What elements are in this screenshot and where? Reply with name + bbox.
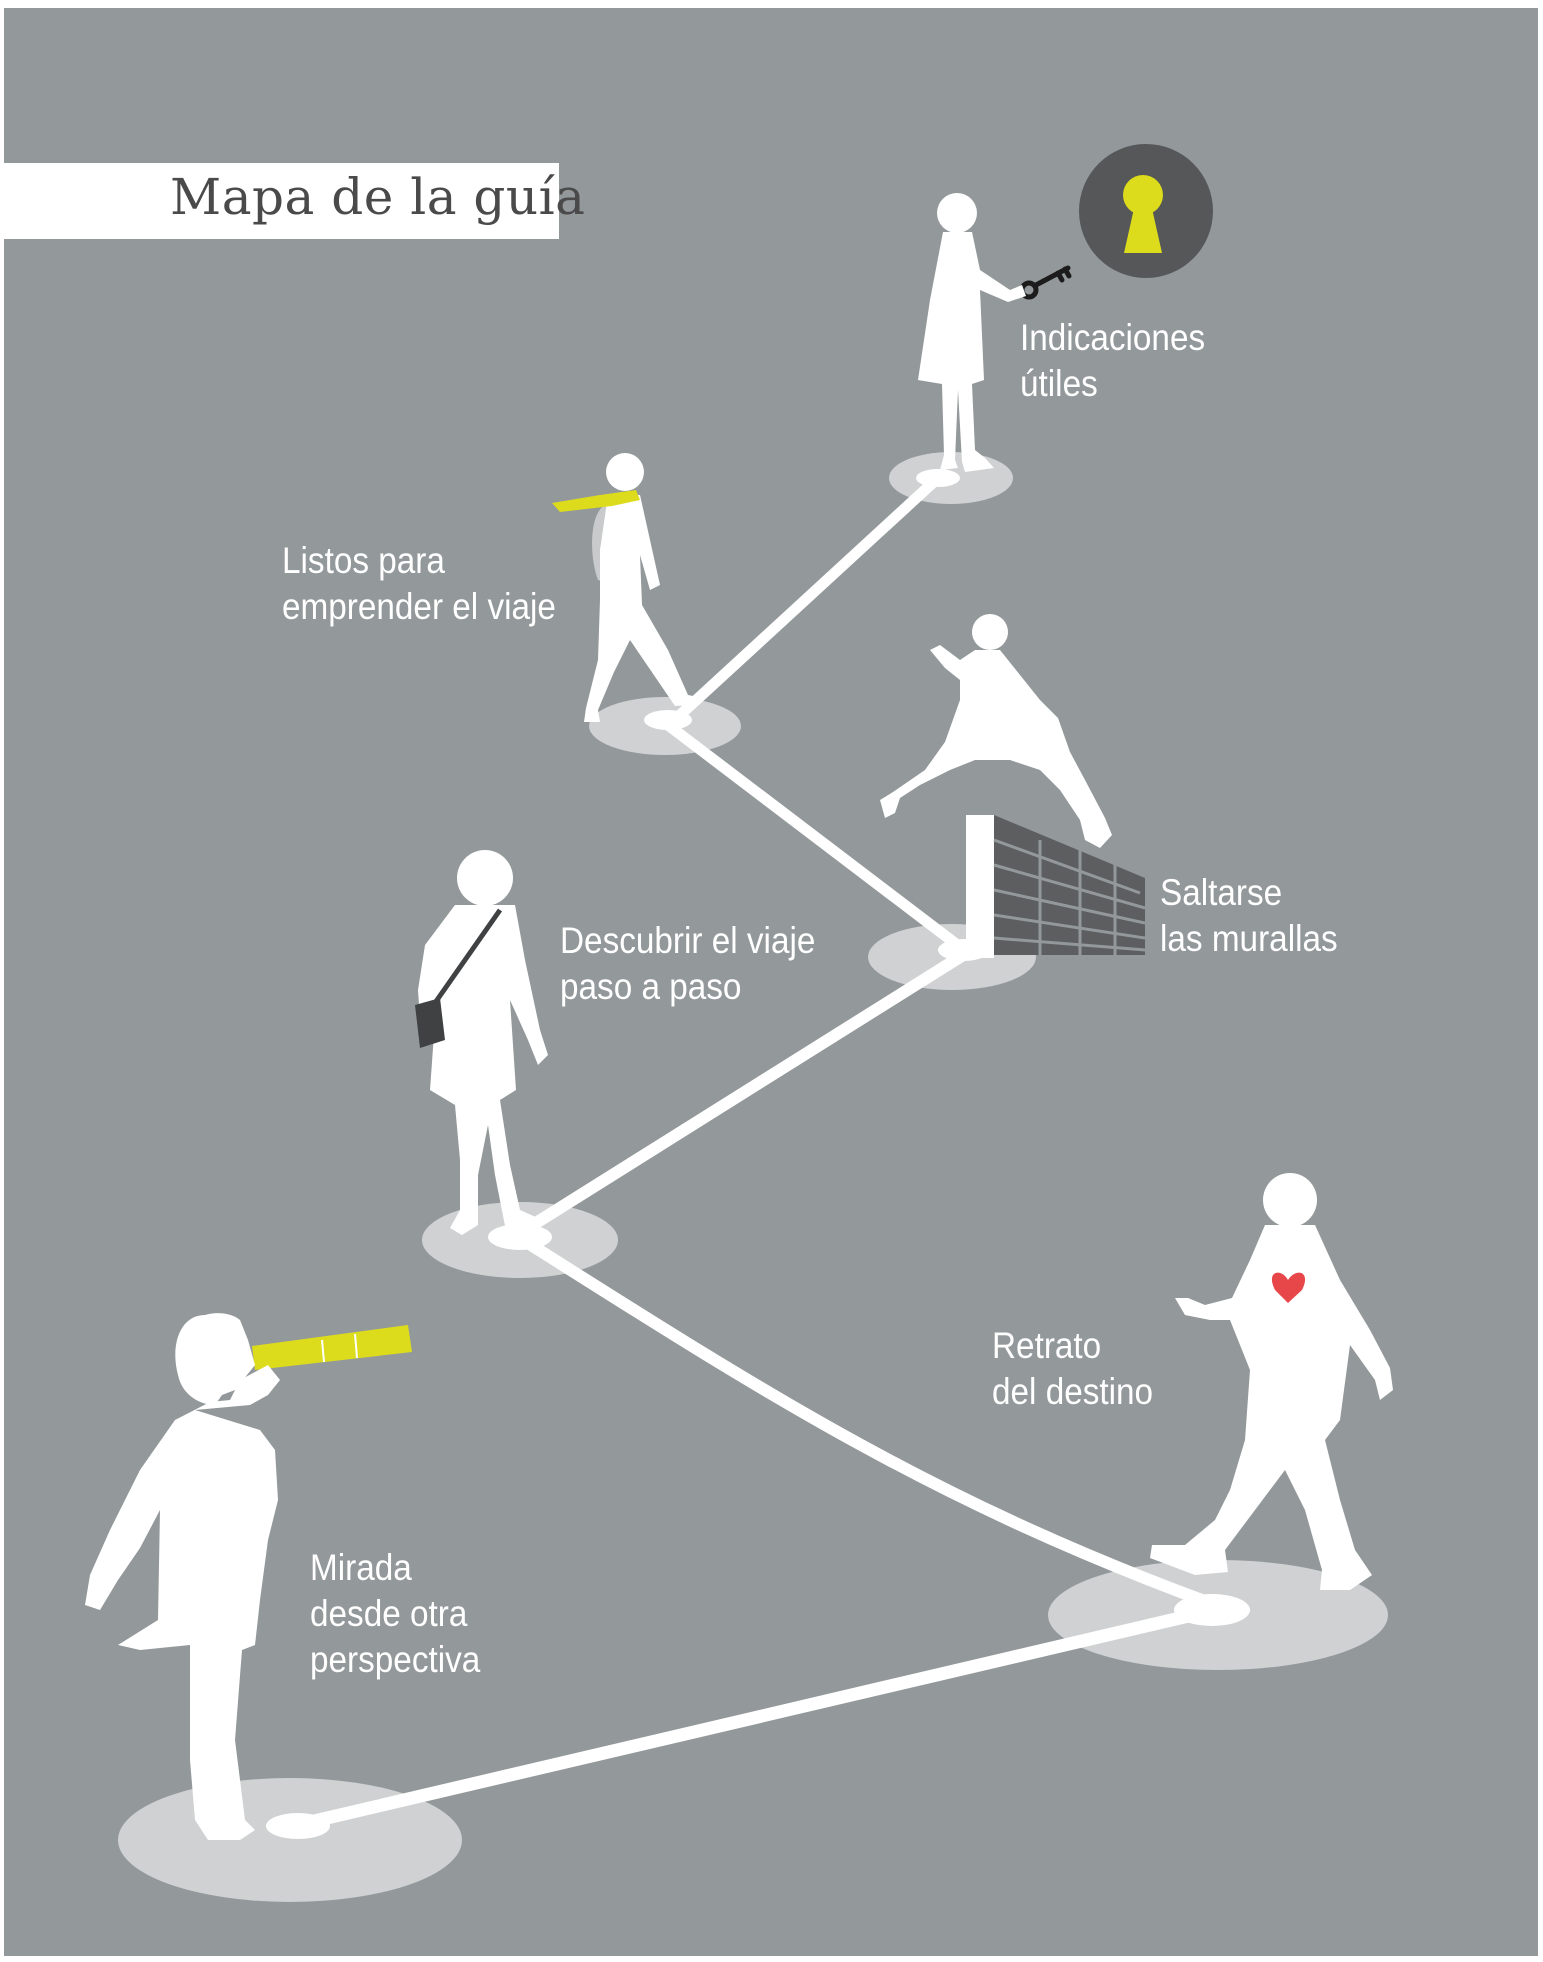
label-indicaciones-line-1: Indicaciones bbox=[1020, 315, 1205, 361]
shoulder-bag-icon bbox=[415, 998, 445, 1048]
label-listos-line-1: Listos para bbox=[282, 538, 556, 584]
label-listos: Listos para emprender el viaje bbox=[282, 538, 556, 630]
label-retrato-line-2: del destino bbox=[992, 1369, 1153, 1415]
page-title: Mapa de la guía bbox=[170, 168, 585, 226]
keyhole-icon bbox=[1079, 144, 1213, 278]
label-mirada: Mirada desde otra perspectiva bbox=[310, 1545, 480, 1683]
label-saltarse-line-1: Saltarse bbox=[1160, 870, 1338, 916]
label-descubrir-line-2: paso a paso bbox=[560, 964, 815, 1010]
label-saltarse-line-2: las murallas bbox=[1160, 916, 1338, 962]
label-retrato-line-1: Retrato bbox=[992, 1323, 1153, 1369]
label-saltarse: Saltarse las murallas bbox=[1160, 870, 1338, 962]
label-retrato: Retrato del destino bbox=[992, 1323, 1153, 1415]
label-descubrir-line-1: Descubrir el viaje bbox=[560, 918, 815, 964]
label-descubrir: Descubrir el viaje paso a paso bbox=[560, 918, 815, 1010]
label-mirada-line-2: desde otra bbox=[310, 1591, 480, 1637]
label-listos-line-2: emprender el viaje bbox=[282, 584, 556, 630]
label-mirada-line-3: perspectiva bbox=[310, 1637, 480, 1683]
label-mirada-line-1: Mirada bbox=[310, 1545, 480, 1591]
label-indicaciones-line-2: útiles bbox=[1020, 361, 1205, 407]
label-indicaciones: Indicaciones útiles bbox=[1020, 315, 1205, 407]
